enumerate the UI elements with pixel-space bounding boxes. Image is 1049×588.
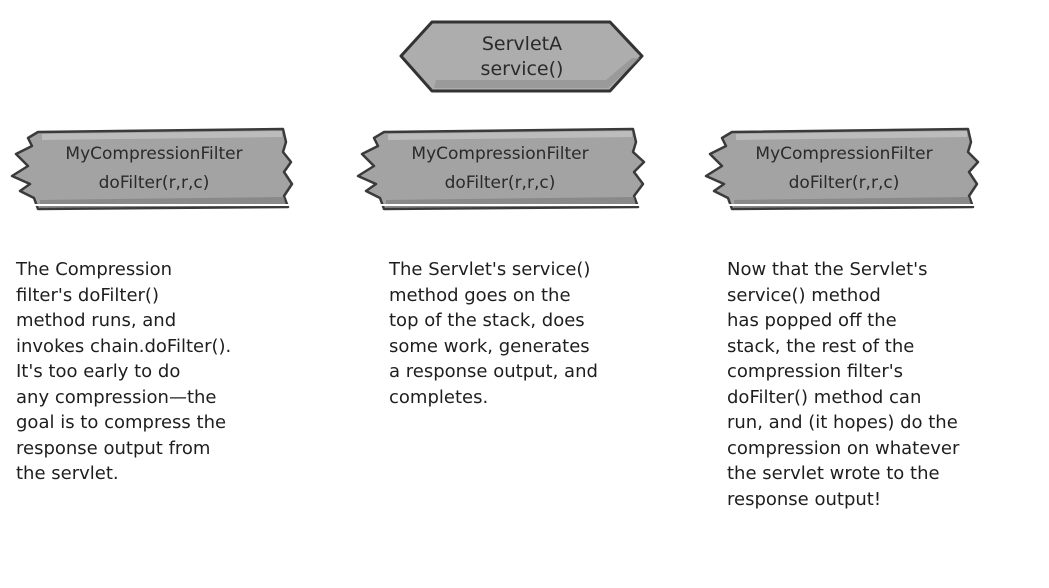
caption-line: method goes on the — [389, 284, 571, 306]
filter-method: doFilter(r,r,c) — [98, 173, 210, 193]
filter-stack-frame-3: MyCompressionFilter doFilter(r,r,c) — [709, 140, 979, 198]
caption-line: response output from — [16, 437, 211, 459]
caption-line: invokes chain.doFilter(). — [16, 335, 232, 357]
caption-step-2: The Servlet's service() method goes on t… — [389, 257, 598, 410]
caption-line: run, and (it hopes) do the — [727, 412, 958, 433]
caption-line: completes. — [389, 386, 489, 408]
caption-line: goal is to compress the — [16, 412, 227, 433]
caption-line: the servlet. — [16, 463, 119, 484]
caption-step-1: The Compression filter's doFilter() meth… — [16, 257, 231, 487]
filter-plank-1 — [10, 127, 294, 211]
caption-line: top of the stack, does — [389, 310, 585, 331]
filter-plank-3 — [704, 127, 980, 211]
caption-step-3: Now that the Servlet's service() method … — [727, 257, 959, 512]
filter-stack-frame-2: MyCompressionFilter doFilter(r,r,c) — [365, 140, 635, 198]
filter-stack-frame-1: MyCompressionFilter doFilter(r,r,c) — [19, 140, 289, 198]
caption-line: The Compression — [16, 259, 172, 280]
caption-line: the servlet wrote to the — [727, 463, 940, 484]
caption-line: response output! — [727, 488, 882, 510]
caption-line: filter's doFilter() — [16, 284, 159, 306]
caption-line: method runs, and — [16, 310, 177, 331]
servlet-name: ServletA — [481, 33, 563, 55]
caption-line: Now that the Servlet's — [727, 259, 928, 280]
filter-name: MyCompressionFilter — [755, 144, 933, 164]
caption-line: a response output, and — [389, 361, 598, 382]
caption-line: has popped off the — [727, 310, 897, 331]
caption-line: It's too early to do — [16, 361, 181, 382]
caption-line: any compression—the — [16, 386, 217, 408]
filter-method: doFilter(r,r,c) — [444, 173, 556, 193]
caption-line: compression filter's — [727, 361, 904, 382]
caption-line: The Servlet's service() — [389, 259, 591, 280]
caption-line: service() method — [727, 284, 881, 306]
servlet-method: service() — [480, 58, 564, 80]
filter-method: doFilter(r,r,c) — [788, 173, 900, 193]
filter-name: MyCompressionFilter — [65, 144, 243, 164]
caption-line: doFilter() method can — [727, 386, 922, 408]
servlet-stack-frame: ServletA service() — [412, 32, 632, 82]
servlet-stack-frame-shading — [434, 58, 640, 88]
servlet-stack-frame-shape — [399, 20, 644, 93]
caption-line: some work, generates — [389, 335, 590, 357]
caption-line: compression on whatever — [727, 437, 960, 459]
filter-name: MyCompressionFilter — [411, 144, 589, 164]
caption-line: stack, the rest of the — [727, 335, 915, 357]
